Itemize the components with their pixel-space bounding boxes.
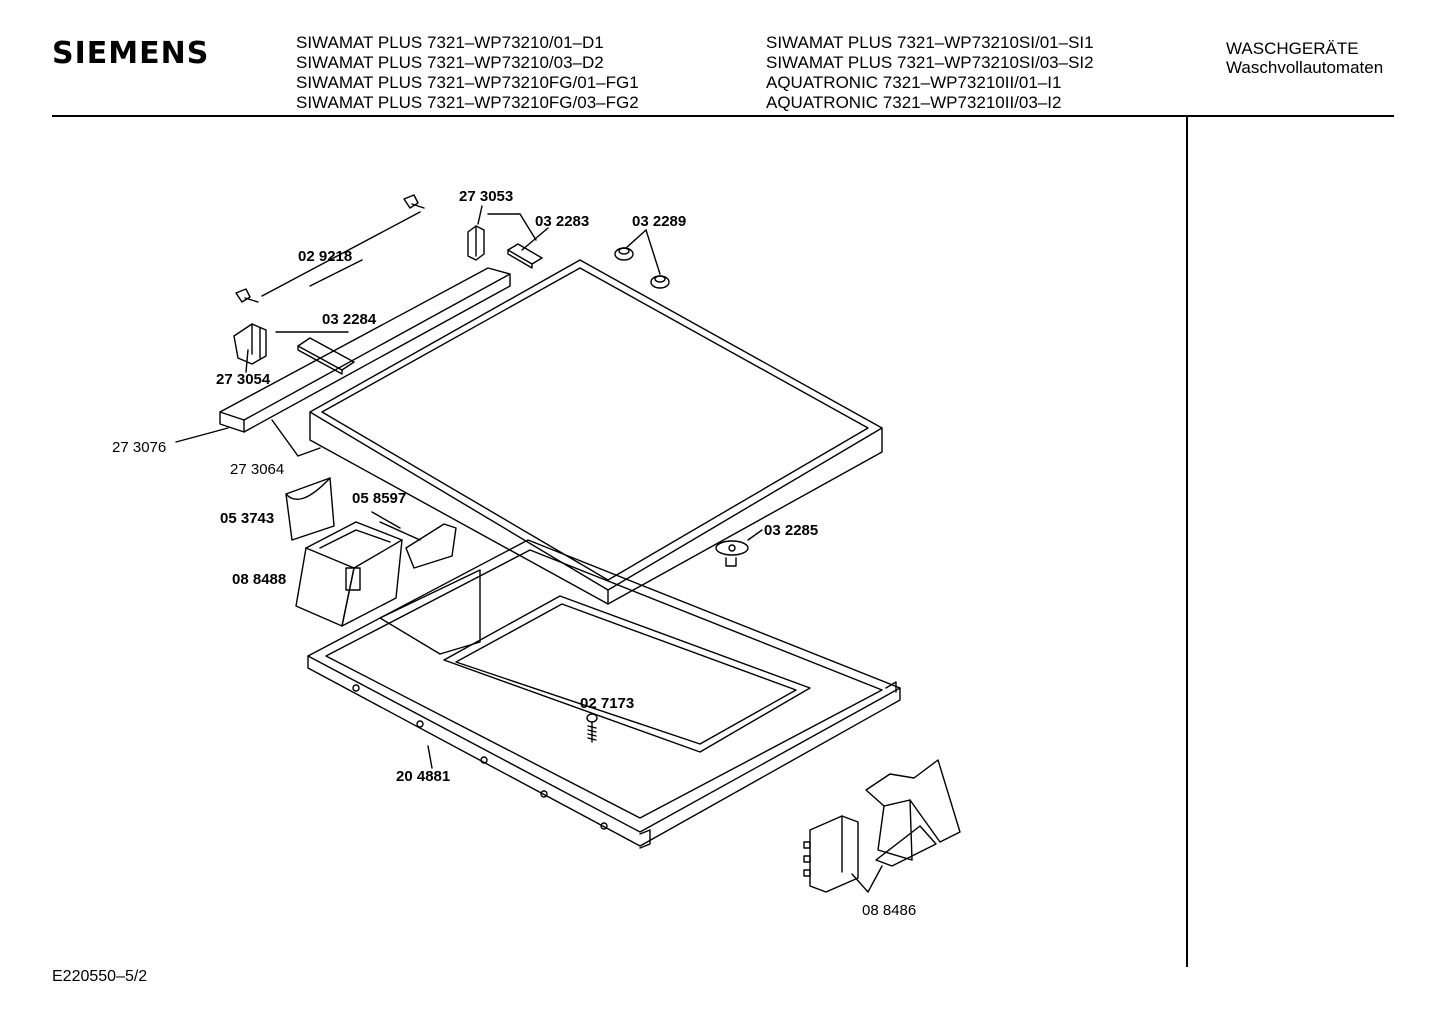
- cup-part: [285, 477, 335, 541]
- part-label: 03 2284: [322, 311, 377, 328]
- part-label: 27 3054: [216, 371, 271, 388]
- category-block: WASCHGERÄTE Waschvollautomaten: [1226, 39, 1383, 77]
- bracket-part: [507, 243, 543, 269]
- connector-part: [803, 815, 859, 893]
- brand-logo: SIEMENS: [52, 36, 210, 71]
- category-subtitle: Waschvollautomaten: [1226, 58, 1384, 77]
- bracket-part: [715, 540, 749, 567]
- worktop-panel: [309, 259, 883, 605]
- model-line: AQUATRONIC 7321–WP73210II/03–I2: [766, 93, 1062, 112]
- part-label: 03 2289: [632, 213, 686, 230]
- category-title: WASCHGERÄTE: [1226, 39, 1359, 58]
- screw-part: [235, 288, 259, 303]
- detergent-drawer-part: [295, 521, 403, 627]
- part-label: 20 4881: [396, 768, 450, 785]
- model-line: SIWAMAT PLUS 7321–WP73210/03–D2: [296, 53, 604, 72]
- model-line: AQUATRONIC 7321–WP73210II/01–I1: [766, 73, 1062, 92]
- part-label: 05 3743: [220, 510, 274, 527]
- part-label: 08 8488: [232, 571, 286, 588]
- bracket-part: [297, 337, 355, 375]
- part-label: 02 9218: [298, 248, 352, 265]
- part-label: 05 8597: [352, 490, 406, 507]
- model-line: SIWAMAT PLUS 7321–WP73210SI/03–SI2: [766, 53, 1094, 72]
- part-label: 03 2283: [535, 213, 589, 230]
- part-label: 03 2285: [764, 522, 818, 539]
- detergent-lid-part: [379, 521, 457, 569]
- hinge-part: [467, 225, 485, 261]
- foot-part: [614, 247, 634, 261]
- rail-part: [219, 267, 511, 433]
- model-line: SIWAMAT PLUS 7321–WP73210FG/01–FG1: [296, 73, 639, 92]
- model-line: SIWAMAT PLUS 7321–WP73210FG/03–FG2: [296, 93, 639, 112]
- part-label: 27 3076: [112, 439, 166, 456]
- model-line: SIWAMAT PLUS 7321–WP73210SI/01–SI1: [766, 33, 1094, 52]
- part-label: 02 7173: [580, 695, 634, 712]
- screw-part: [403, 194, 425, 209]
- foot-part: [650, 275, 670, 289]
- part-label: 27 3064: [230, 461, 284, 478]
- header-divider: [52, 115, 1394, 117]
- model-list-left: SIWAMAT PLUS 7321–WP73210/01–D1 SIWAMAT …: [296, 33, 639, 113]
- drawing-code: E220550–5/2: [52, 968, 148, 985]
- part-label: 08 8486: [862, 902, 916, 919]
- side-divider: [1186, 117, 1188, 967]
- model-line: SIWAMAT PLUS 7321–WP73210/01–D1: [296, 33, 604, 52]
- screw-part: [586, 713, 598, 743]
- hinge-part: [233, 323, 267, 365]
- top-frame-part: [307, 539, 901, 849]
- model-list-right: SIWAMAT PLUS 7321–WP73210SI/01–SI1 SIWAM…: [766, 33, 1094, 113]
- part-label: 27 3053: [459, 188, 513, 205]
- switch-part: [865, 759, 961, 867]
